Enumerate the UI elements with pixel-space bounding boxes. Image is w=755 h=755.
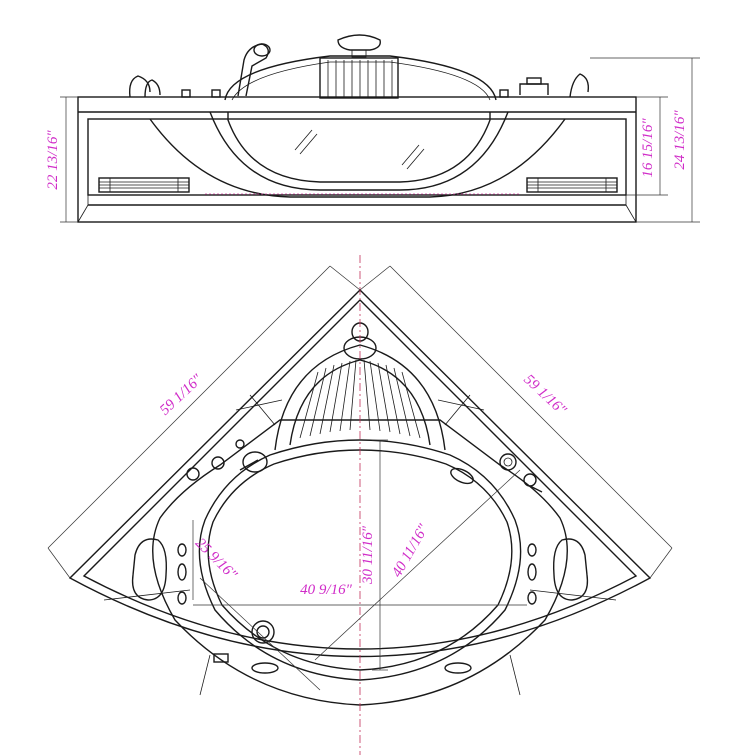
headrest-pillow xyxy=(337,34,381,51)
control-knob-1 xyxy=(181,89,191,98)
backrest-outer xyxy=(274,344,446,451)
rear-hood xyxy=(224,55,497,101)
tub-rim-outline xyxy=(82,299,638,650)
right-control-knob xyxy=(499,453,517,471)
left-jet-2 xyxy=(177,563,187,581)
left-handle xyxy=(128,75,151,98)
faucet xyxy=(519,83,549,95)
right-jet-3 xyxy=(527,591,537,605)
bottom-jet-left xyxy=(251,662,279,674)
right-jet-slot xyxy=(450,467,474,485)
window-glass xyxy=(227,112,491,183)
front-skirt-panel xyxy=(87,118,627,196)
drain-outer xyxy=(251,620,275,644)
deck-outline xyxy=(152,419,568,706)
label-panel-height: 16 15/16″ xyxy=(640,118,656,178)
window-frame-outer xyxy=(149,118,566,198)
bottom-jet-right xyxy=(444,662,472,674)
front-elevation xyxy=(60,34,700,223)
grille-bars xyxy=(327,60,393,97)
tub-body-outline xyxy=(77,96,637,223)
right-handle xyxy=(569,73,590,98)
top-view xyxy=(47,255,673,755)
label-basin-length: 30 11/16″ xyxy=(360,525,376,585)
basin-inner xyxy=(207,449,513,671)
basin-outer xyxy=(198,439,522,681)
control-knob-3 xyxy=(499,89,509,98)
glass-reflection-2 xyxy=(401,144,420,166)
faucet-top xyxy=(523,473,537,487)
left-vent-grille xyxy=(98,177,190,193)
overflow-control xyxy=(213,653,229,663)
label-overall-height: 24 13/16″ xyxy=(672,110,688,170)
left-jet-1 xyxy=(177,543,187,557)
control-knob-2 xyxy=(211,89,221,98)
glass-reflection-1 xyxy=(294,129,313,151)
label-right-side: 59 1/16″ xyxy=(520,372,569,419)
air-control-2 xyxy=(211,456,225,470)
left-jet-3 xyxy=(177,591,187,605)
right-vent-grille xyxy=(526,177,618,193)
right-jet-1 xyxy=(527,543,537,557)
shower-holder xyxy=(242,451,268,473)
rear-grille xyxy=(319,57,399,99)
label-basin-width: 40 9/16″ xyxy=(300,582,352,598)
window-frame-inner xyxy=(209,111,509,191)
air-control-1 xyxy=(186,467,200,481)
front-dimension-lines xyxy=(60,57,700,223)
top-dimension-lines xyxy=(47,265,673,691)
right-seat-pillow xyxy=(552,538,589,601)
left-seat-pillow xyxy=(131,538,168,601)
right-jet-2 xyxy=(527,563,537,581)
drain-inner xyxy=(256,625,270,639)
label-side-height: 22 13/16″ xyxy=(45,130,61,190)
backrest-inner xyxy=(289,359,431,446)
backrest-ribs xyxy=(299,359,421,439)
label-left-side: 59 1/16″ xyxy=(157,371,206,418)
control-button xyxy=(235,439,245,449)
